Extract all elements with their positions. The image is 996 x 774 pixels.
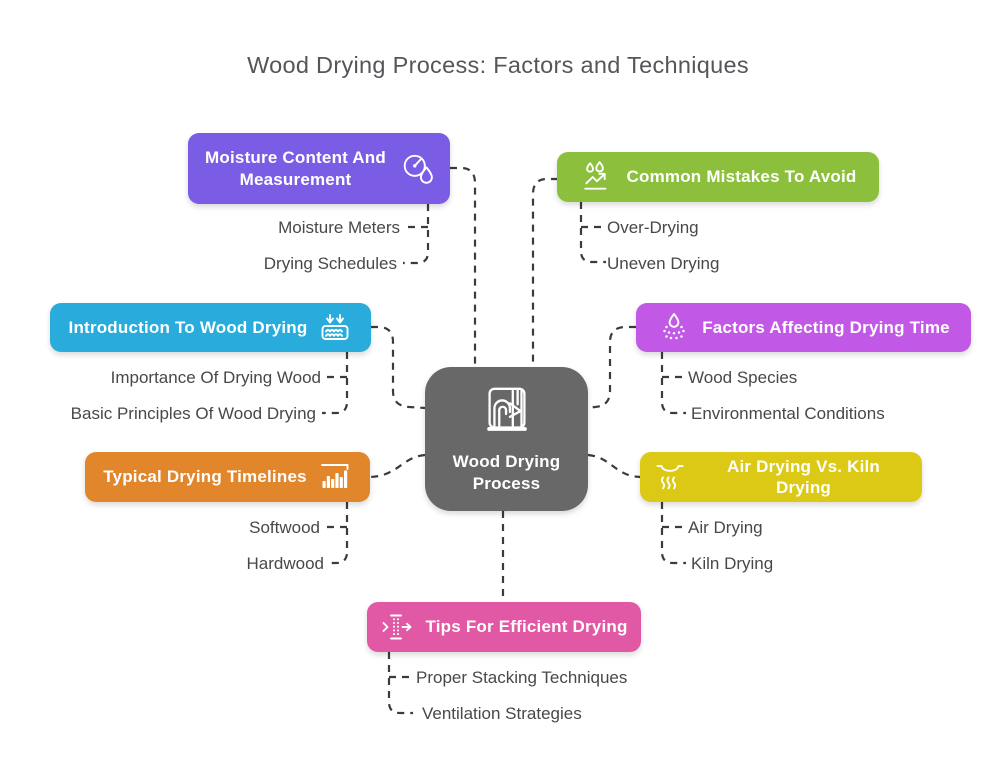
child-wood-species: Wood Species: [688, 368, 798, 387]
branch-node-common-mistakes: Common Mistakes To Avoid: [557, 152, 879, 202]
child-proper-stacking: Proper Stacking Techniques: [416, 668, 628, 687]
branch-node-label: Common Mistakes To Avoid: [626, 167, 857, 187]
connector-moisture-children: [403, 204, 430, 265]
branch-node-label: Introduction To Wood Drying: [68, 317, 308, 337]
connector-intro-center: [371, 325, 426, 410]
child-importance-of-drying: Importance Of Drying Wood: [110, 368, 321, 387]
child-hardwood: Hardwood: [246, 554, 325, 573]
bar-chart-icon: [318, 460, 352, 488]
kiln-heat-icon: [653, 460, 687, 494]
evaporation-mistake-icon: [580, 159, 616, 195]
child-drying-schedules: Drying Schedules: [263, 254, 397, 273]
connector-airkiln-children: [660, 502, 686, 565]
connector-mistakes-children: [579, 202, 606, 264]
connector-factors-center: [587, 325, 636, 410]
connector-mistakes-center: [531, 177, 558, 367]
center-node-wood-drying-process: Wood Drying Process: [425, 367, 588, 511]
child-over-drying: Over-Drying: [607, 218, 699, 237]
connector-tips-children: [387, 652, 413, 715]
child-uneven-drying: Uneven Drying: [607, 254, 720, 273]
moisture-meter-icon: [401, 151, 437, 187]
child-ventilation-strategies: Ventilation Strategies: [422, 704, 582, 723]
connector-intro-children: [322, 352, 349, 415]
connector-moisture-center: [450, 166, 477, 367]
child-moisture-meters: Moisture Meters: [278, 218, 400, 237]
branch-node-label: Moisture Content And Measurement: [205, 148, 386, 189]
connector-factors-children: [660, 352, 686, 415]
child-kiln-drying: Kiln Drying: [691, 554, 774, 573]
branch-node-label: Air Drying Vs. Kiln Drying: [726, 456, 881, 497]
branch-node-introduction: Introduction To Wood Drying: [50, 303, 371, 352]
water-surface-drying-icon: [318, 311, 352, 345]
droplet-spray-icon: [663, 311, 685, 339]
center-node-label: Wood Drying Process: [452, 452, 561, 493]
branch-node-label: Tips For Efficient Drying: [425, 617, 628, 637]
connector-timelines-center: [369, 453, 426, 479]
child-environmental-conditions: Environmental Conditions: [691, 404, 885, 423]
connector-airkiln-center: [587, 453, 641, 479]
branch-node-label: Factors Affecting Drying Time: [702, 317, 950, 337]
branch-node-label: Typical Drying Timelines: [103, 467, 307, 487]
child-air-drying: Air Drying: [688, 518, 763, 537]
branch-node-air-vs-kiln: Air Drying Vs. Kiln Drying: [640, 452, 922, 502]
connector-timelines-children: [327, 502, 349, 565]
child-softwood: Softwood: [249, 518, 320, 537]
airflow-stack-icon: [380, 610, 414, 644]
branch-node-factors: Factors Affecting Drying Time: [636, 303, 971, 352]
branch-node-timelines: Typical Drying Timelines: [85, 452, 370, 502]
branch-node-tips: Tips For Efficient Drying: [367, 602, 641, 652]
page-title: Wood Drying Process: Factors and Techniq…: [247, 52, 749, 78]
child-basic-principles: Basic Principles Of Wood Drying: [70, 404, 316, 423]
lumber-stack-icon: [486, 384, 527, 432]
branch-node-moisture-content: Moisture Content And Measurement: [188, 133, 450, 204]
